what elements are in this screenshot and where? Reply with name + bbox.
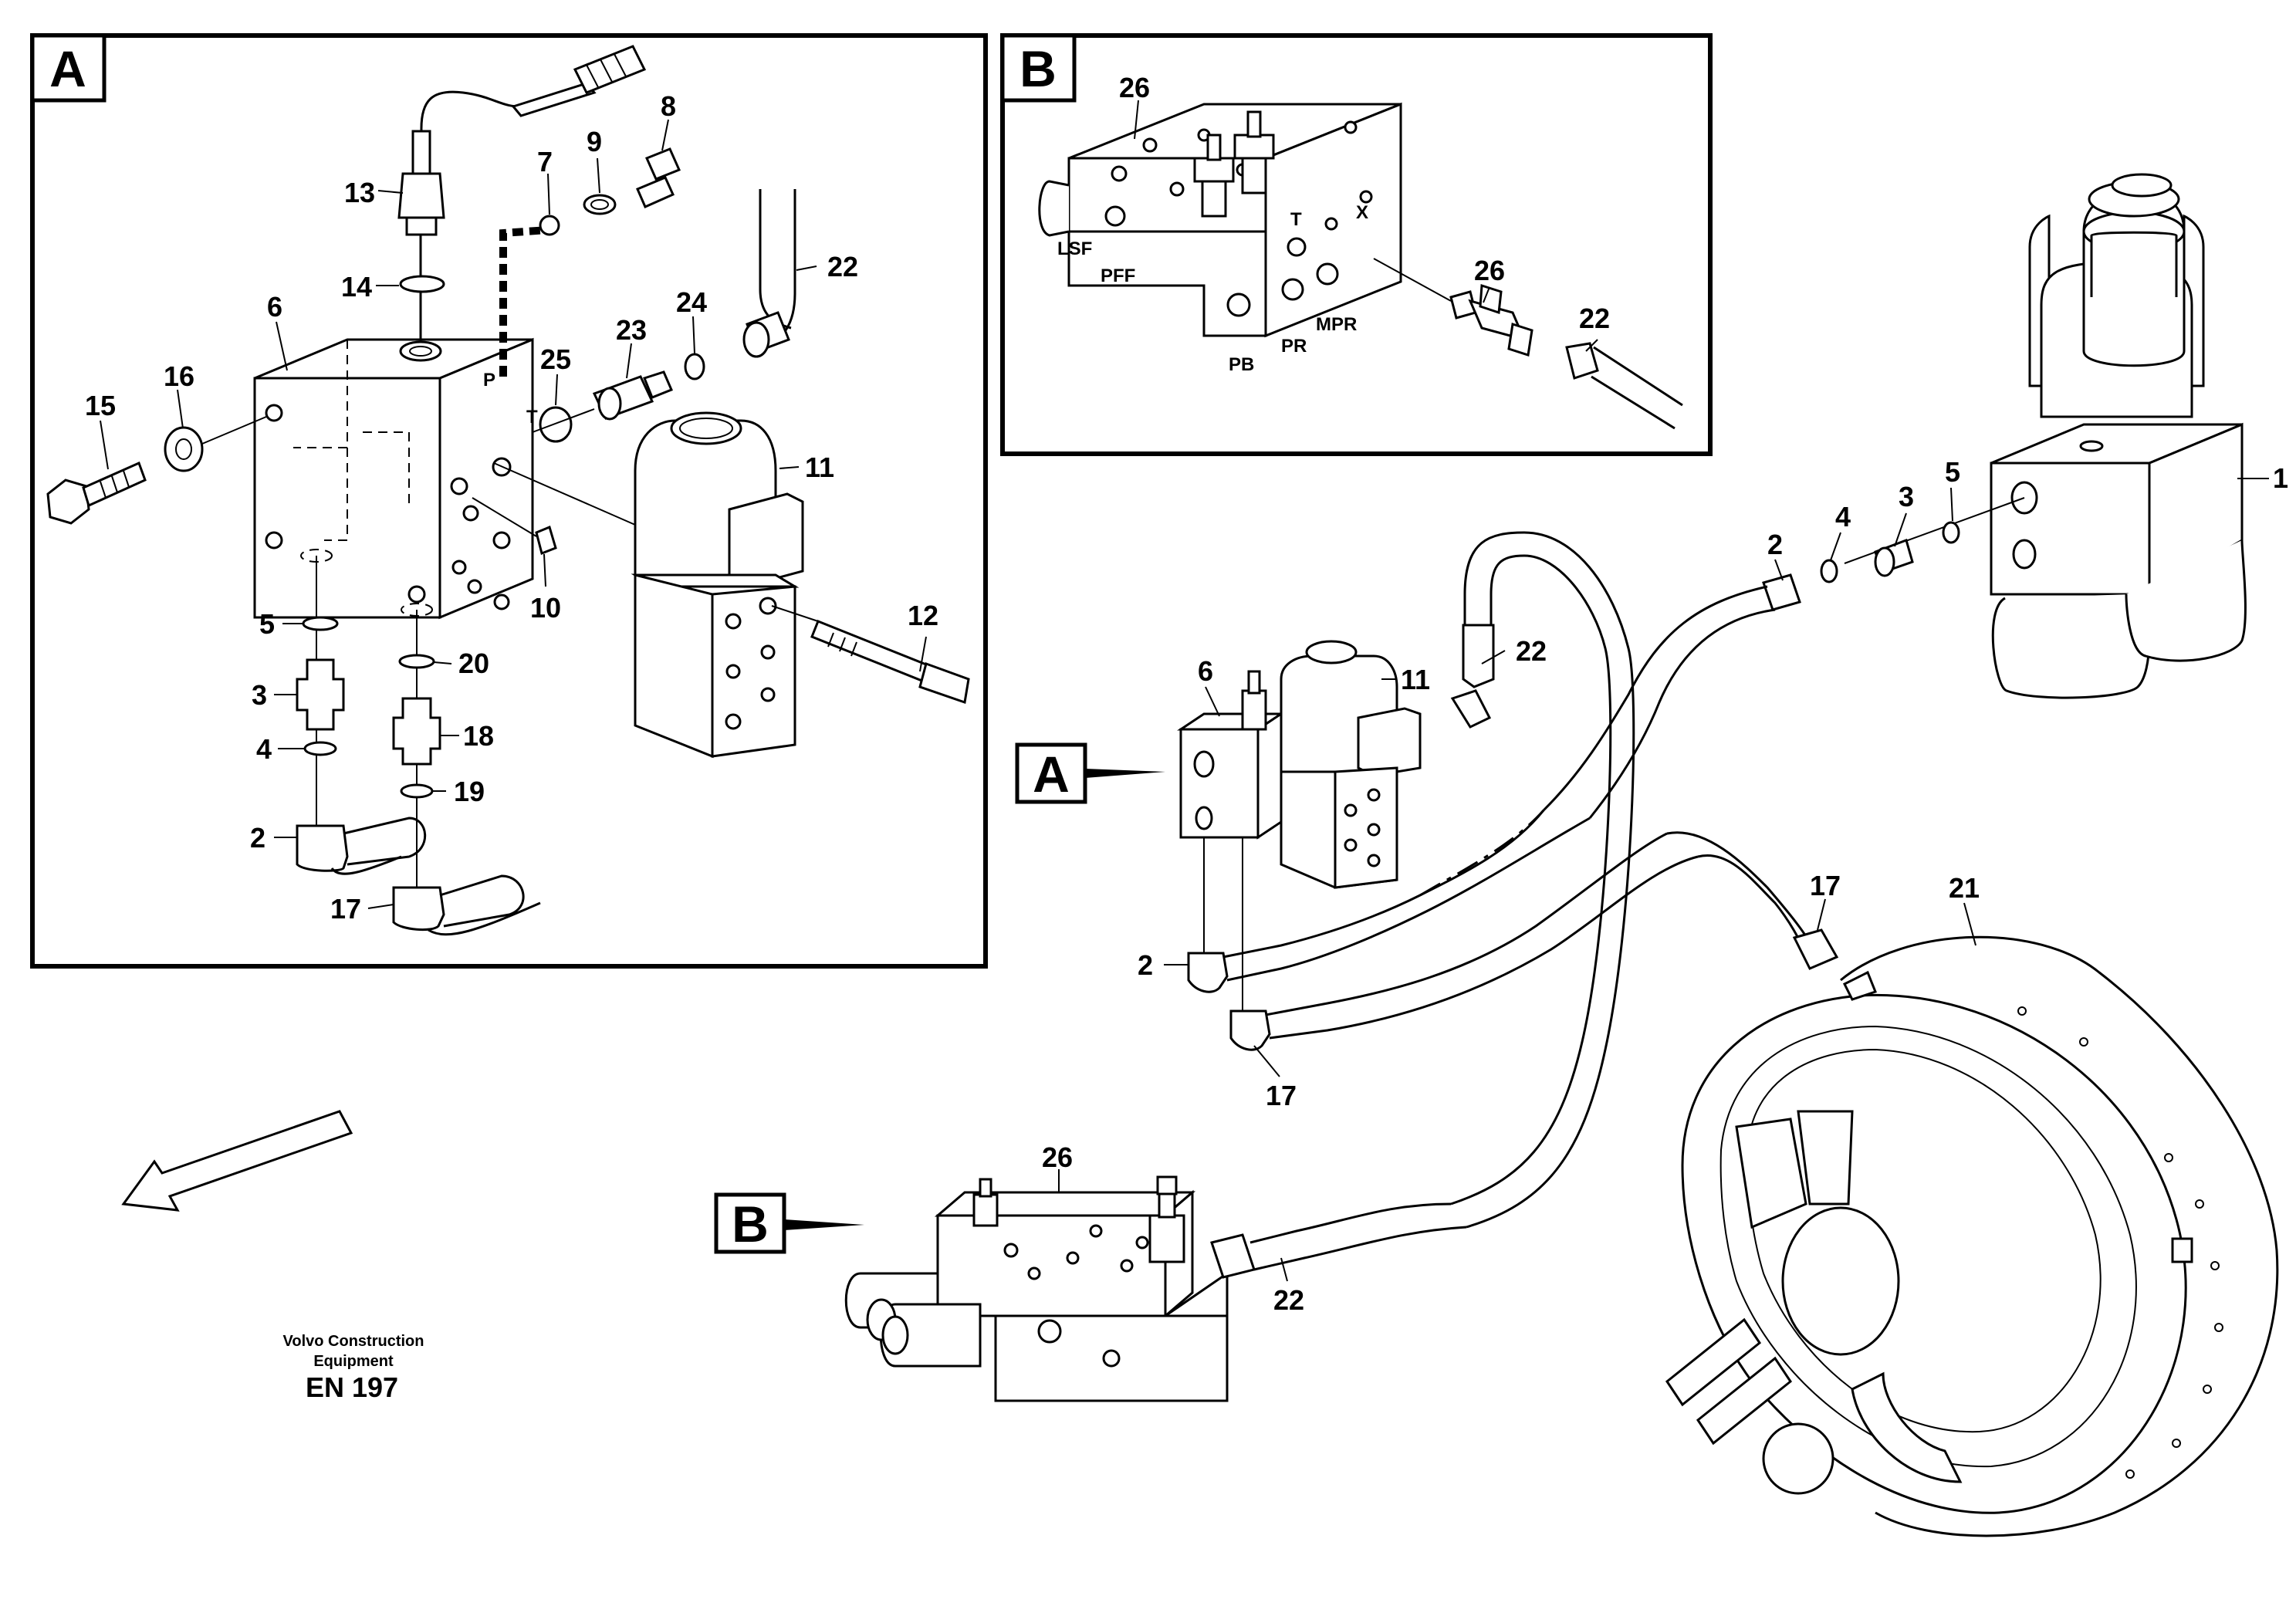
part-number: 22	[827, 251, 858, 282]
part-number: 19	[454, 776, 485, 807]
fittings-23-24-25	[532, 353, 705, 443]
o-ring-14	[399, 275, 445, 293]
part-number: 18	[463, 720, 494, 752]
part-number: 25	[540, 343, 571, 375]
port-p: P	[483, 370, 495, 391]
port-mpr: MPR	[1316, 314, 1357, 335]
part-number: 26	[1119, 72, 1150, 103]
valve-block	[253, 337, 534, 620]
part-number: 15	[85, 390, 116, 421]
credit-line-2: Equipment	[313, 1353, 394, 1370]
part-number: 4	[1835, 501, 1851, 533]
manufacturer-credit: Volvo Construction Equipment EN 197	[283, 1333, 424, 1403]
part-number: 16	[164, 360, 194, 392]
credit-line-1: Volvo Construction	[283, 1333, 424, 1350]
solenoid-valve	[493, 411, 804, 759]
main-leaders	[1058, 478, 2265, 1282]
part-number: 17	[1810, 870, 1841, 901]
part-number: 11	[1401, 664, 1430, 695]
lower-fittings	[296, 556, 541, 936]
port-pr: PR	[1281, 336, 1307, 357]
part-number: 23	[616, 314, 647, 346]
part-number: 17	[330, 893, 361, 925]
main-manifold	[844, 1175, 1467, 1402]
panel-a-leaders	[100, 119, 927, 909]
part-number: 2	[1138, 949, 1153, 981]
callout-a-label: A	[1033, 746, 1070, 803]
port-x: X	[1356, 202, 1368, 223]
plug-10	[472, 497, 557, 556]
accumulator-fittings	[1542, 497, 2025, 819]
part-number: 22	[1273, 1284, 1304, 1316]
part-number: 20	[458, 648, 489, 679]
callout-b-arrow	[784, 1219, 864, 1230]
part-number: 14	[341, 271, 372, 303]
hose-22-detail	[742, 189, 796, 358]
part-number: 7	[537, 146, 553, 178]
part-number: 5	[1945, 456, 1960, 488]
part-number: 22	[1516, 635, 1547, 667]
part-number: 21	[1949, 872, 1980, 904]
travel-direction-arrow	[121, 1110, 353, 1212]
pilot-line	[499, 226, 549, 377]
panel-b-leaders	[1134, 100, 1598, 352]
port-t: T	[1290, 209, 1302, 230]
panel-a-frame	[30, 33, 988, 969]
part-number: 11	[805, 451, 834, 483]
bolt-and-washer	[46, 416, 267, 525]
callout-a: A	[1015, 742, 1165, 804]
bolt-12	[771, 605, 970, 704]
detail-panel-b: B	[1000, 33, 1713, 456]
main-valve-block	[1177, 640, 1422, 889]
part-number: 9	[587, 126, 602, 157]
main-lower-hoses	[1187, 810, 1839, 1051]
callout-b: B	[714, 1192, 864, 1254]
hose-22-main	[1450, 531, 1635, 1229]
part-number: 12	[908, 600, 938, 631]
port-pff: PFF	[1101, 265, 1135, 286]
part-number: 10	[530, 592, 561, 624]
part-number: 6	[267, 291, 282, 323]
panel-a-tag-box	[30, 33, 107, 103]
panel-b-tag: B	[1020, 40, 1057, 97]
fitting-tee-detail	[1373, 258, 1683, 430]
panel-b-frame	[1000, 33, 1713, 456]
part-number: 3	[1899, 481, 1914, 512]
port-lsf: LSF	[1057, 238, 1092, 259]
panel-a-tag: A	[49, 40, 86, 97]
part-number: 13	[344, 177, 375, 208]
port-pb: PB	[1229, 354, 1254, 375]
main-assembly: A B 1 2 4 3 5 22 11 6 17 21 2 17 26 22 V…	[121, 173, 2288, 1537]
port-t: T	[526, 407, 538, 428]
part-number: 24	[676, 286, 707, 318]
part-number: 22	[1579, 303, 1610, 334]
part-number: 17	[1266, 1080, 1297, 1111]
part-number: 2	[250, 822, 265, 854]
part-number: 2	[1767, 529, 1783, 560]
callout-a-arrow	[1085, 769, 1165, 778]
part-number: 8	[661, 90, 676, 122]
part-number: 26	[1042, 1141, 1073, 1173]
part-number: 3	[252, 679, 267, 711]
drive-motor	[1665, 935, 2279, 1537]
part-number: 26	[1474, 255, 1505, 286]
credit-code: EN 197	[306, 1371, 398, 1403]
detail-panel-a: A	[30, 33, 988, 969]
part-number: 5	[259, 608, 275, 640]
plug-7-and-seal-9	[539, 147, 681, 236]
part-number: 4	[256, 733, 272, 765]
part-number: 6	[1198, 655, 1213, 687]
panel-b-tag-box	[1000, 33, 1077, 103]
part-number: 1	[2273, 462, 2288, 494]
pressure-sensor	[397, 45, 647, 340]
accumulator-block	[1990, 173, 2269, 699]
callout-b-label: B	[732, 1195, 769, 1253]
sensors-on-manifold	[1193, 110, 1275, 218]
